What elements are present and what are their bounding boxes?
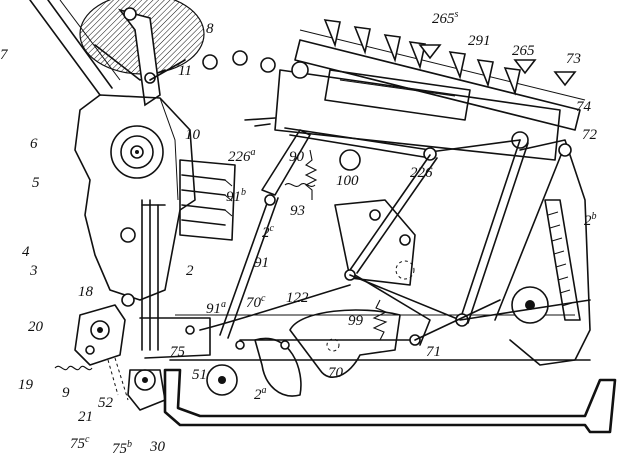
ref-label: 122 xyxy=(286,290,309,306)
ref-label: 75c xyxy=(70,434,90,452)
ref-label: 21 xyxy=(78,409,93,425)
ref-label: 9 xyxy=(62,385,70,401)
ref-label: 4 xyxy=(22,244,30,260)
ref-label: 75 xyxy=(170,344,185,360)
foot-bracket xyxy=(127,369,166,411)
ref-label: 51 xyxy=(192,367,207,383)
ref-label: 226a xyxy=(228,147,256,165)
ref-label: 2 xyxy=(186,263,194,279)
base-frame xyxy=(163,314,617,434)
ref-label: 71 xyxy=(426,344,441,360)
platen xyxy=(110,125,164,179)
ref-label: 291 xyxy=(468,33,491,49)
bellcrank xyxy=(334,199,416,286)
ref-label: 11 xyxy=(178,63,192,79)
ref-label: 74 xyxy=(576,99,591,115)
ref-label: 93 xyxy=(290,203,305,219)
right-frame xyxy=(509,139,591,366)
ref-label: 73 xyxy=(566,51,581,67)
diagonal-bars xyxy=(349,139,591,327)
lever-93 xyxy=(261,129,316,196)
ref-label: 18 xyxy=(78,284,93,300)
ref-label: 91a xyxy=(206,299,226,317)
ref-label: 10 xyxy=(185,127,200,143)
bracket-75 xyxy=(139,317,211,359)
link-91 xyxy=(219,194,279,339)
ref-label: 91b xyxy=(226,187,246,205)
ref-label: 265 xyxy=(512,43,535,59)
ref-label: 2a xyxy=(254,385,267,403)
linkage-bars xyxy=(244,117,521,171)
spring-99 xyxy=(372,299,388,341)
vertical-bars xyxy=(120,199,166,351)
ref-label: 90 xyxy=(289,149,304,165)
spring-100 xyxy=(304,149,318,200)
ref-label: 265s xyxy=(432,9,459,27)
link-71 xyxy=(239,299,501,346)
ref-label: 8 xyxy=(206,21,214,37)
comb-plate xyxy=(179,159,236,241)
ref-label: 91 xyxy=(254,255,269,271)
frame-arm xyxy=(29,0,121,96)
ref-label: 7 xyxy=(0,47,8,63)
ref-label: 3 xyxy=(30,263,38,279)
pivot-pin xyxy=(235,340,290,350)
ref-label: 72 xyxy=(582,127,597,143)
escapement-assembly xyxy=(54,304,129,401)
ref-label: 226 xyxy=(410,165,433,181)
ref-label: 6 xyxy=(30,136,38,152)
ref-label: 30 xyxy=(150,439,165,455)
left-side-frame xyxy=(74,94,196,301)
lever-assembly xyxy=(117,7,186,107)
ref-label: 70 xyxy=(328,365,343,381)
ref-label: 20 xyxy=(28,319,43,335)
segment-frame xyxy=(274,61,561,161)
ref-label: 2c xyxy=(262,223,274,241)
cam xyxy=(206,337,302,397)
ref-label: 75b xyxy=(112,439,132,457)
ref-label: 5 xyxy=(32,175,40,191)
roller-row xyxy=(202,50,276,73)
ref-label: 70c xyxy=(246,293,266,311)
ref-label: 100 xyxy=(336,173,359,189)
ref-label: 19 xyxy=(18,377,33,393)
ref-label: 52 xyxy=(98,395,113,411)
plate xyxy=(289,309,401,378)
type-bar-basket xyxy=(294,19,586,131)
ref-label: 99 xyxy=(348,313,363,329)
ref-label: 2b xyxy=(584,211,597,229)
